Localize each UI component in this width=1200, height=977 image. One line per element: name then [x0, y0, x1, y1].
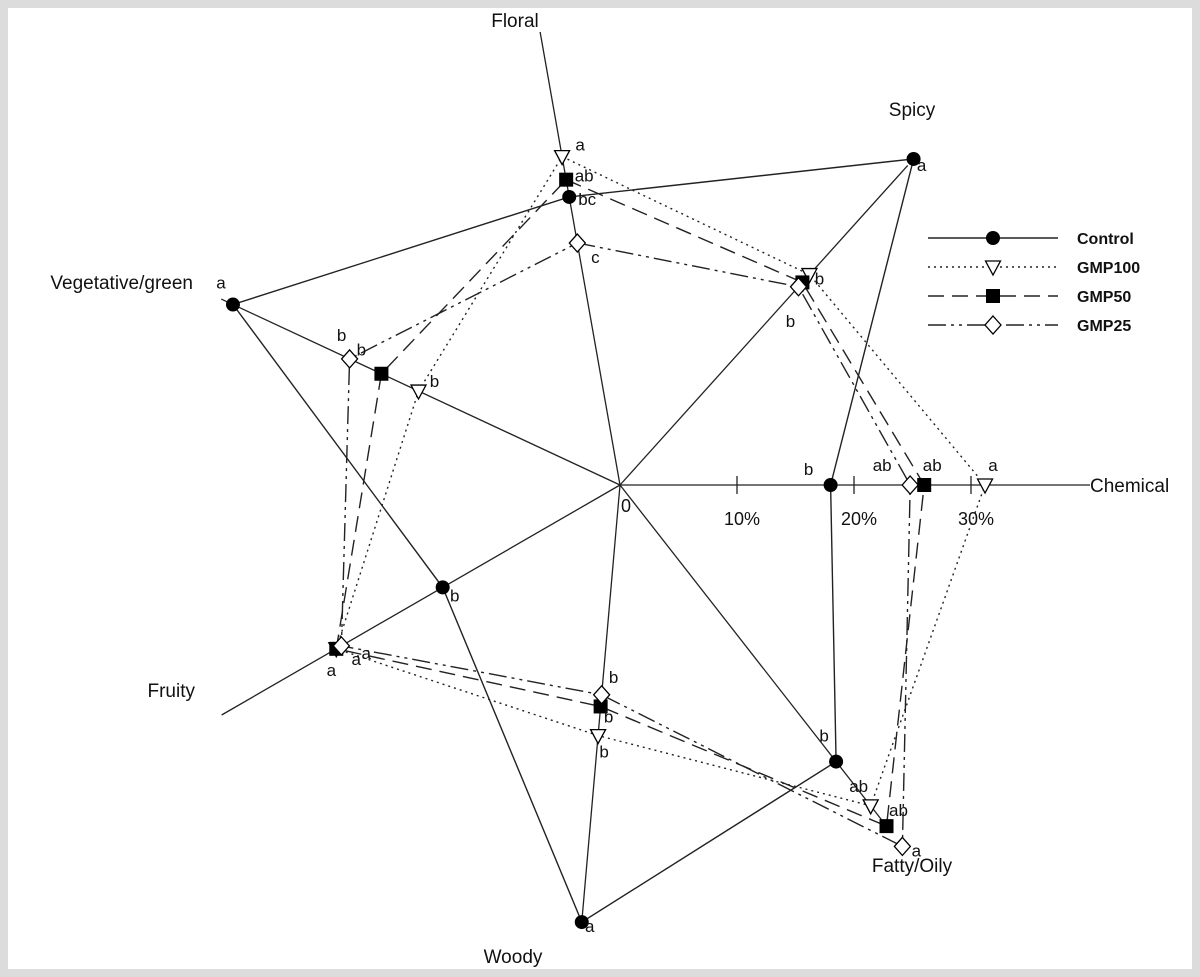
axis-line-fruity [221, 484, 621, 716]
series-line-control [231, 158, 915, 924]
axis-line-fatty-oily [619, 484, 886, 825]
sig-label-gmp100-fatty-oily: ab [849, 777, 868, 796]
legend-label-gmp100: GMP100 [1077, 260, 1140, 277]
sig-label-gmp25-floral: c [591, 248, 600, 267]
point-control-floral [562, 189, 577, 204]
axis-label-spicy: Spicy [889, 100, 936, 121]
sig-label-gmp50-fatty-oily: ab [889, 801, 908, 820]
sig-label-gmp100-chemical: a [988, 456, 998, 475]
sig-label-gmp100-woody: b [599, 743, 608, 762]
tick-label-20: 20% [841, 509, 877, 529]
point-gmp25-woody [592, 684, 611, 705]
axis-label-fruity: Fruity [148, 681, 196, 702]
sig-label-gmp25-chemical: ab [873, 456, 892, 475]
legend-marker-control [986, 231, 1000, 245]
axis-label-floral: Floral [491, 11, 539, 32]
sig-label-control-chemical: b [804, 460, 813, 479]
sig-label-control-spicy: a [917, 156, 927, 175]
point-gmp100-floral [553, 149, 571, 166]
axis-label-fatty-oily: Fatty/Oily [872, 856, 953, 877]
point-gmp50-fatty-oily [879, 819, 894, 834]
sig-label-control-fatty-oily: b [819, 727, 828, 746]
legend-marker-gmp25 [984, 315, 1002, 335]
point-gmp25-fatty-oily [893, 836, 912, 857]
series-line-gmp100 [335, 155, 986, 807]
tick-label-30: 30% [958, 509, 994, 529]
point-control-spicy [906, 151, 921, 166]
legend-marker-gmp50 [986, 289, 1000, 303]
point-gmp50-woody [593, 699, 608, 714]
legend-label-gmp50: GMP50 [1077, 289, 1131, 306]
sig-label-gmp100-vegetative-green: b [430, 372, 439, 391]
sig-label-gmp25-woody: b [609, 668, 618, 687]
legend-label-gmp25: GMP25 [1077, 318, 1131, 335]
point-gmp25-chemical [901, 475, 920, 495]
point-gmp50-chemical [917, 478, 932, 492]
legend-marker-gmp100 [984, 260, 1002, 277]
series-group: bcabbabaabaabbababbababbabcbababab [216, 136, 998, 936]
sig-label-gmp50-chemical: ab [923, 456, 942, 475]
sig-label-gmp100-fruity: a [362, 644, 372, 663]
sig-label-gmp25-fruity: a [327, 661, 337, 680]
ticks-group: 10% 20% 30% 0 [621, 476, 994, 529]
point-control-chemical [823, 478, 838, 492]
point-gmp100-chemical [976, 478, 994, 495]
point-control-fruity [435, 580, 450, 595]
axis-line-floral [539, 31, 621, 486]
point-gmp100-woody [589, 728, 607, 745]
point-control-vegetative-green [225, 297, 240, 312]
point-gmp25-spicy [789, 276, 808, 297]
sig-label-gmp25-vegetative-green: b [337, 326, 346, 345]
sig-label-gmp50-vegetative-green: b [357, 341, 366, 360]
sig-label-control-floral: bc [578, 190, 596, 209]
point-control-fatty-oily [829, 754, 844, 769]
point-gmp100-vegetative-green [409, 384, 428, 401]
point-gmp100-fatty-oily [862, 799, 880, 816]
sig-label-gmp25-fatty-oily: a [912, 841, 922, 860]
point-gmp25-floral [568, 233, 587, 254]
point-gmp50-vegetative-green [374, 366, 389, 381]
sig-label-gmp50-floral: ab [575, 167, 594, 186]
sig-label-gmp50-woody: b [604, 707, 613, 726]
series-line-gmp25 [340, 242, 911, 848]
origin-label: 0 [621, 496, 631, 516]
point-gmp50-floral [559, 172, 574, 187]
sig-label-gmp100-floral: a [575, 136, 585, 155]
sig-label-gmp50-fruity: a [352, 650, 362, 669]
sig-label-control-fruity: b [450, 586, 459, 605]
axis-label-chemical: Chemical [1090, 476, 1169, 497]
axis-label-vegetative-green: Vegetative/green [50, 273, 193, 294]
sig-label-gmp100-spicy: b [815, 270, 824, 289]
point-control-woody [574, 915, 589, 930]
sig-label-gmp25-spicy: b [786, 312, 795, 331]
sig-label-control-woody: a [585, 917, 595, 936]
axis-label-woody: Woody [484, 947, 543, 968]
sig-label-control-vegetative-green: a [216, 274, 226, 293]
point-gmp25-vegetative-green [340, 348, 359, 369]
tick-label-10: 10% [724, 509, 760, 529]
legend-label-control: Control [1077, 231, 1134, 248]
point-gmp25-fruity [332, 635, 351, 656]
axis-line-spicy [619, 165, 909, 486]
